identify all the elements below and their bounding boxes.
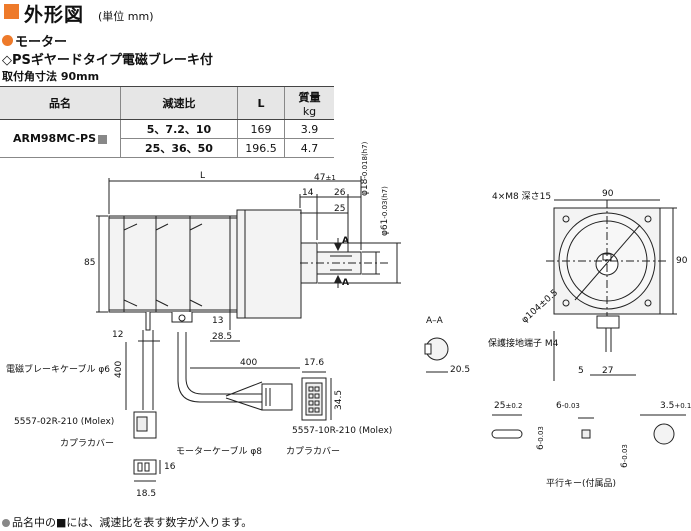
header-ratio: 減速比 — [120, 86, 238, 120]
brake-cable-gland — [145, 312, 151, 331]
brake-cable — [142, 330, 154, 410]
header-mass-unit: kg — [302, 104, 317, 118]
gearhead — [236, 209, 302, 319]
product-name: ARM98MC-PS — [12, 132, 97, 145]
footnote-dot-icon — [2, 519, 10, 527]
key-height-tol: -0.03 — [537, 426, 545, 445]
page-title: 外形図 — [24, 4, 85, 26]
parallel-key-round — [653, 423, 675, 445]
footnote-text: 品名中の■には、減速比を表す数字が入ります。 — [12, 516, 253, 529]
parallel-key-end — [581, 429, 591, 439]
dim-17-6: 17.6 — [304, 358, 325, 368]
mass-cell: 3.9 — [284, 119, 334, 139]
section-type: ◇PSギヤードタイプ電磁ブレーキ付 — [2, 53, 213, 68]
label-coupler-cover-1: カプラカバー — [60, 439, 115, 449]
dim-47-value: 47 — [314, 173, 326, 183]
dim-400-brake: 400 — [114, 360, 124, 378]
header-product: 品名 — [0, 86, 121, 120]
dim-5: 5 — [578, 366, 584, 376]
label-ground-terminal: 保護接地端子 M4 — [488, 339, 559, 349]
product-cell: ARM98MC-PS — [0, 119, 121, 158]
dim-shaft-value: φ18 — [360, 178, 370, 196]
dim-pilot-tol: -0.03(h7) — [381, 186, 389, 219]
section-aa-title: A–A — [426, 316, 443, 326]
l-cell: 169 — [237, 119, 285, 139]
dim-90-width: 90 — [602, 189, 614, 199]
label-parallel-key: 平行キー(付属品) — [546, 479, 617, 489]
header-l: L — [237, 86, 285, 120]
dim-47: 47±1 — [314, 173, 336, 183]
key-radius: 3.5+0.1 — [660, 401, 691, 411]
dim-400-motor: 400 — [240, 358, 258, 368]
dim-14: 14 — [302, 188, 314, 198]
dim-34-5: 34.5 — [334, 389, 344, 410]
label-small-connector: 5557-02R-210 (Molex) — [14, 417, 115, 427]
table-row: 25、36、50 196.5 4.7 — [0, 138, 334, 158]
spec-table: 品名 減速比 L 質量 kg ARM98MC-PS 5、7.2、10 169 3… — [0, 86, 334, 158]
dim-25: 25 — [334, 204, 346, 214]
key-height-value: 6 — [536, 444, 546, 450]
dim-16: 16 — [164, 462, 176, 472]
key-length: 25±0.2 — [494, 401, 522, 411]
section-motor: モーター — [15, 35, 68, 50]
dim-20-5: 20.5 — [450, 365, 471, 375]
section-a-top: A — [342, 236, 349, 246]
dim-47-tol: ±1 — [325, 174, 336, 182]
key-length-value: 25 — [494, 401, 506, 411]
ratio-cell: 5、7.2、10 — [120, 119, 238, 139]
key-width-tol: -0.03 — [561, 402, 580, 410]
bullet-icon — [2, 35, 13, 46]
dim-12: 12 — [112, 330, 124, 340]
key-width: 6-0.03 — [556, 401, 580, 411]
key-width-value: 6 — [556, 401, 562, 411]
motor-body — [108, 215, 238, 313]
header-mass: 質量 kg — [284, 86, 334, 120]
unit-note: (単位 mm) — [98, 10, 154, 23]
label-large-connector: 5557-10R-210 (Molex) — [292, 426, 393, 436]
dim-85: 85 — [84, 258, 96, 268]
dim-13: 13 — [212, 316, 224, 326]
title-marker-icon — [4, 4, 19, 19]
l-cell: 196.5 — [237, 138, 285, 158]
section-flange: 取付角寸法 90mm — [2, 70, 100, 83]
dim-27: 27 — [602, 366, 614, 376]
ratio-cell: 25、36、50 — [120, 138, 238, 158]
footnote: 品名中の■には、減速比を表す数字が入ります。 — [2, 514, 252, 530]
key-height-round: 6-0.03 — [620, 444, 630, 468]
key-height: 6-0.03 — [536, 426, 546, 450]
dim-pilot: φ61-0.03(h7) — [380, 186, 390, 236]
mounting-holes: 4×M8 深さ15 — [492, 192, 552, 202]
ratio-placeholder-icon — [98, 134, 108, 144]
dim-shaft: φ18-0.018(h7) — [360, 142, 370, 196]
key-height-round-tol: -0.03 — [621, 444, 629, 463]
motor-cable — [177, 332, 262, 403]
parallel-key-side — [491, 429, 523, 439]
table-row: ARM98MC-PS 5、7.2、10 169 3.9 — [0, 119, 334, 158]
dim-28-5: 28.5 — [212, 332, 233, 342]
mass-cell: 4.7 — [284, 138, 334, 158]
key-length-tol: ±0.2 — [505, 402, 523, 410]
key-radius-tol: +0.1 — [674, 402, 691, 410]
label-brake-cable: 電磁ブレーキケーブル φ6 — [6, 365, 110, 375]
dim-26: 26 — [334, 188, 346, 198]
label-coupler-cover-2: カプラカバー — [286, 447, 341, 457]
dim-pilot-value: φ61 — [380, 218, 390, 236]
label-motor-cable: モーターケーブル φ8 — [176, 447, 262, 457]
key-height-round-value: 6 — [620, 462, 630, 468]
dim-l: L — [200, 171, 206, 181]
dim-shaft-tol: -0.018(h7) — [361, 141, 369, 179]
section-a-bottom: A — [342, 278, 349, 288]
dim-90-height: 90 — [676, 256, 688, 266]
dim-18-5: 18.5 — [136, 489, 157, 499]
header-mass-label: 質量 — [298, 90, 321, 104]
key-radius-value: 3.5 — [660, 401, 675, 411]
